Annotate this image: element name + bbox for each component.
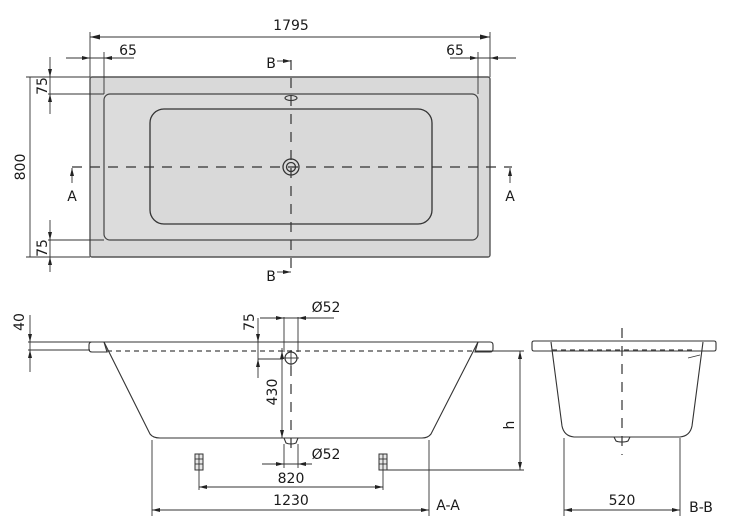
dim-rim-top: 75 <box>35 77 51 95</box>
section-marker-b-top: B <box>266 56 276 72</box>
dim-overall-length: 1795 <box>273 18 309 34</box>
plan-view: 1795 65 65 800 75 75 A <box>13 18 516 285</box>
section-bb: 520 B-B <box>531 328 717 516</box>
dim-overall-width: 800 <box>13 154 29 181</box>
dim-height: h <box>502 421 518 430</box>
dim-bottom-width: 520 <box>609 493 636 509</box>
section-marker-a-right: A <box>505 189 515 205</box>
dim-overflow-diameter: Ø52 <box>312 300 341 316</box>
dim-rim-thickness: 40 <box>12 313 28 331</box>
foot-right-icon <box>378 453 388 490</box>
section-aa: Ø52 75 430 Ø52 <box>12 300 524 516</box>
section-marker-a-left: A <box>67 189 77 205</box>
section-label-aa: A-A <box>436 498 460 514</box>
drain-icon <box>282 158 300 176</box>
dim-overflow-offset: 75 <box>242 313 258 331</box>
dim-rim-left: 65 <box>119 43 137 59</box>
section-label-bb: B-B <box>689 500 713 516</box>
dim-rim-right: 65 <box>446 43 464 59</box>
foot-left-icon <box>194 453 204 490</box>
dim-rim-bottom: 75 <box>35 239 51 257</box>
dim-feet-spacing: 820 <box>278 471 305 487</box>
dim-bottom-length: 1230 <box>273 493 309 509</box>
section-marker-b-bottom: B <box>266 269 276 285</box>
dim-overflow-to-drain: 430 <box>265 379 281 406</box>
overflow-icon <box>284 94 298 102</box>
dim-drain-diameter: Ø52 <box>312 447 341 463</box>
